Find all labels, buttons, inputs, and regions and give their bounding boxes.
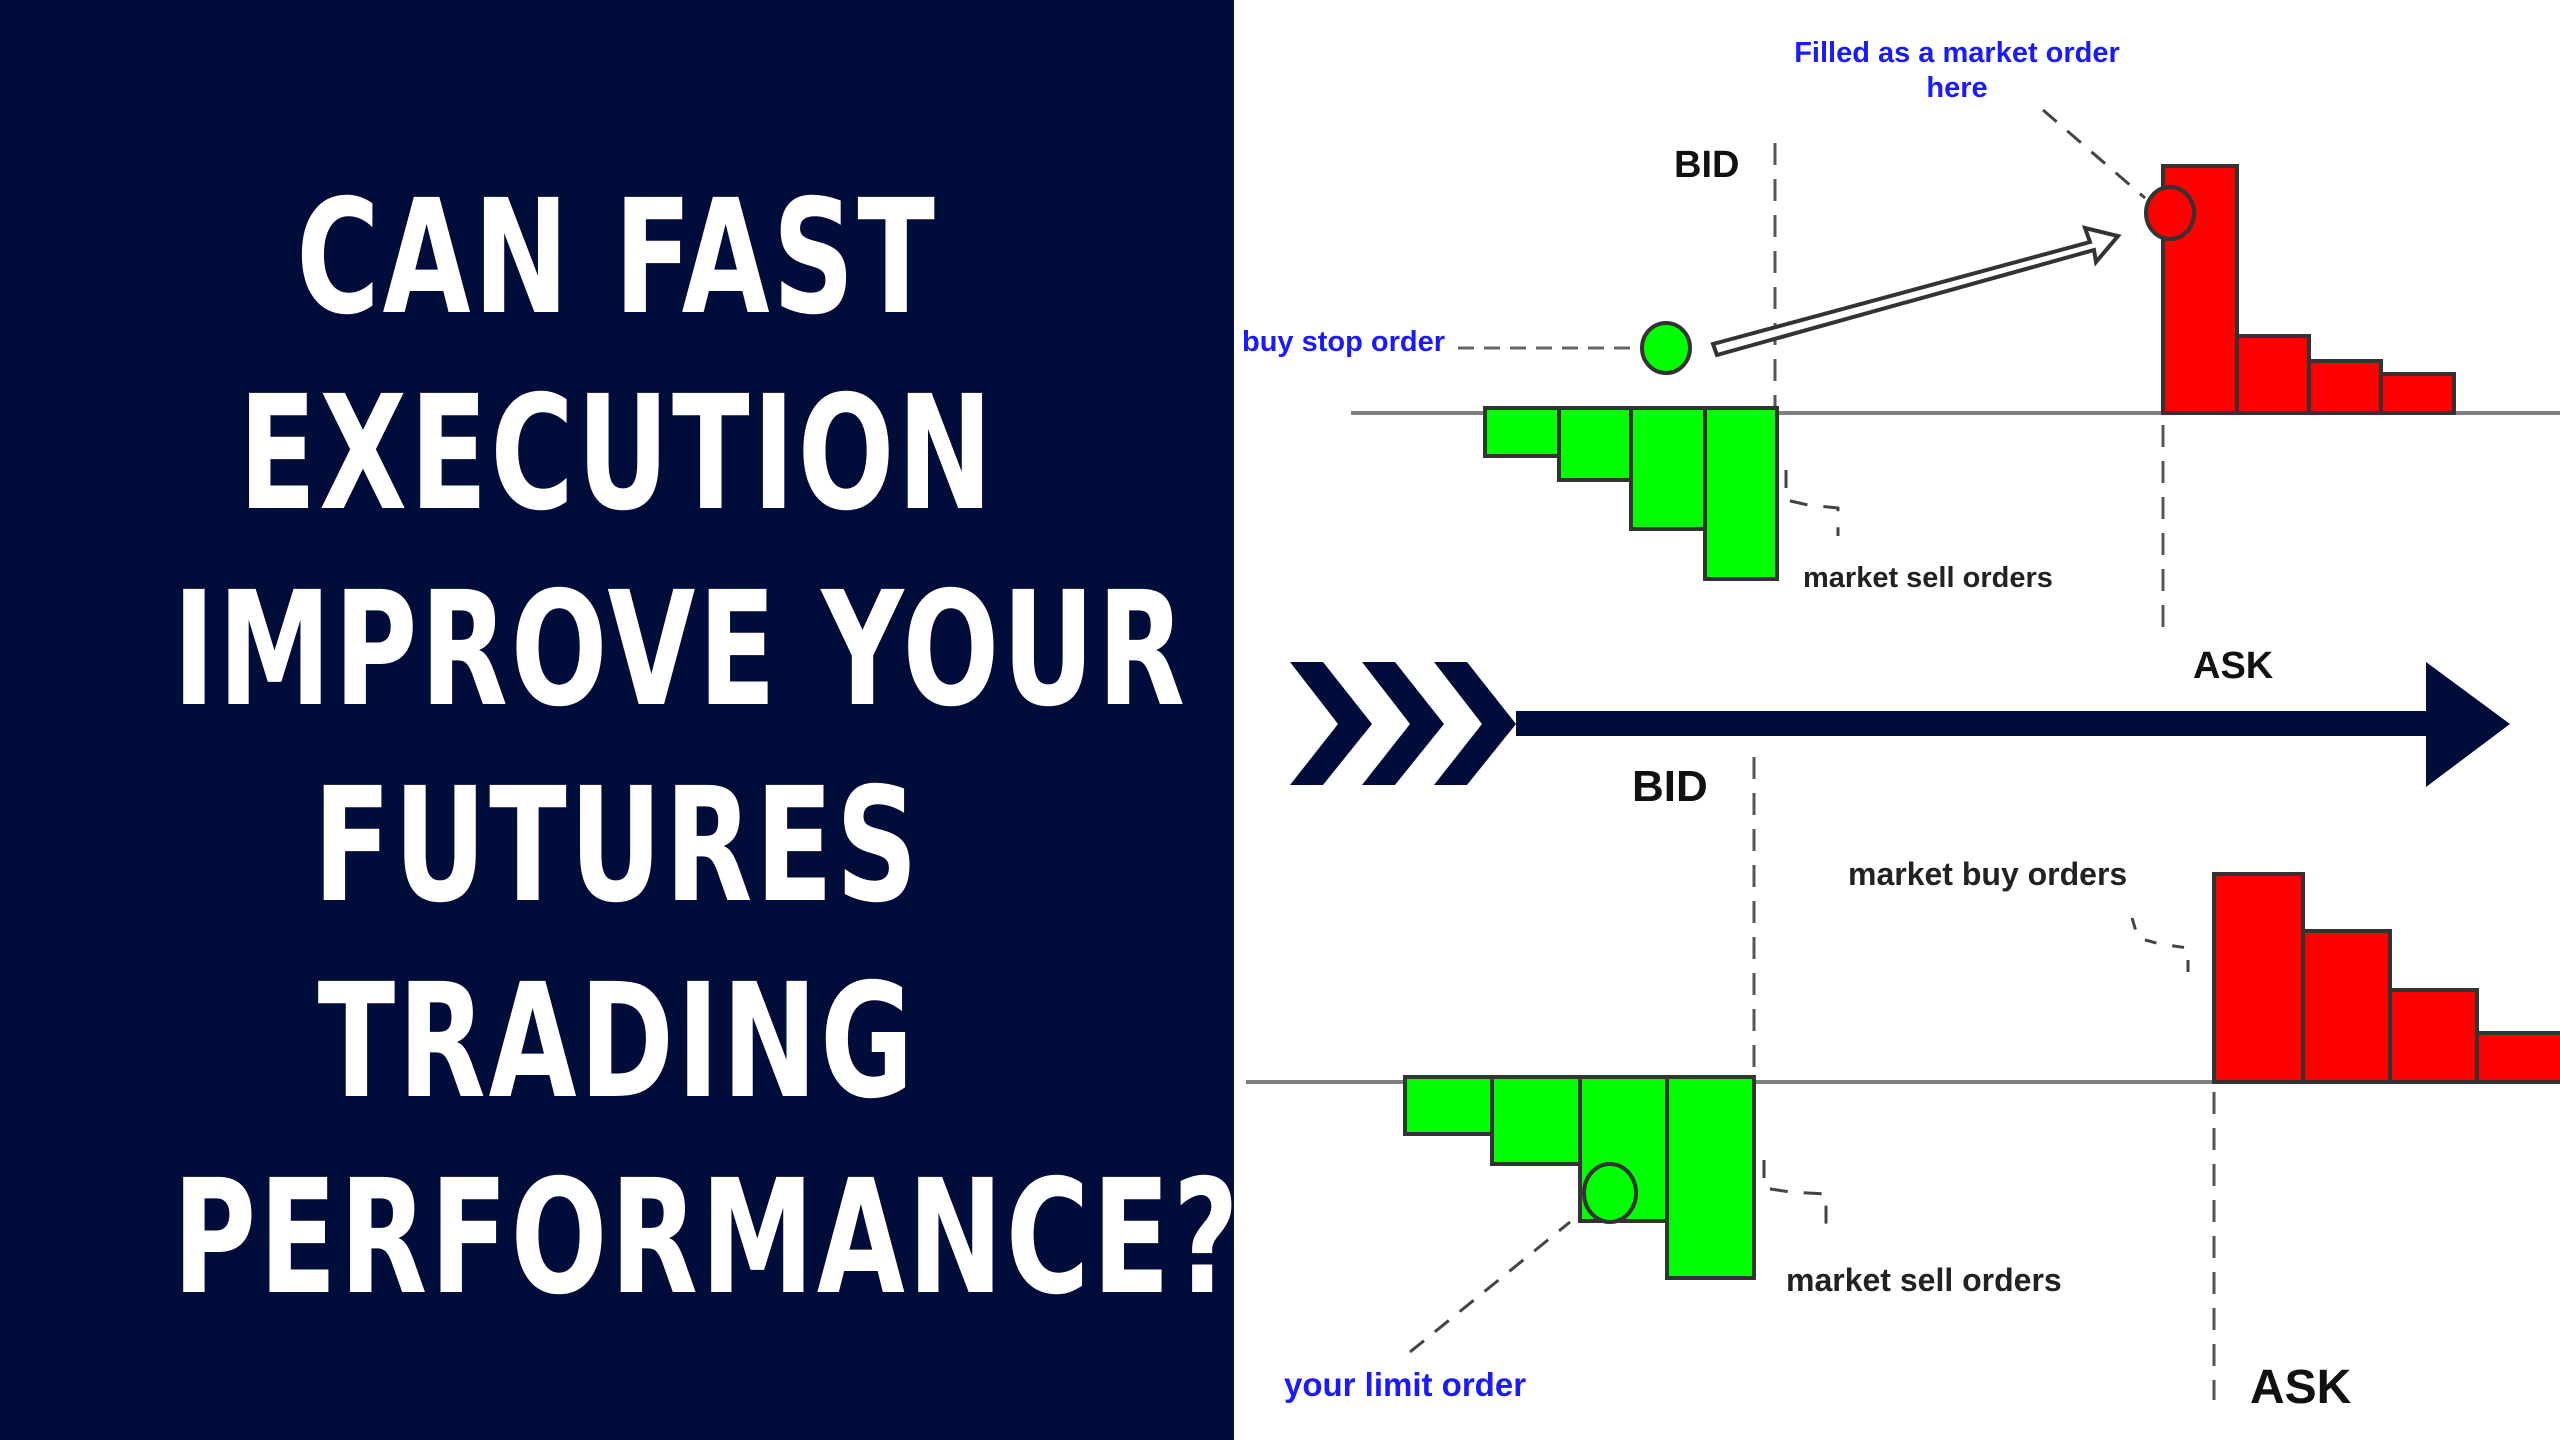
headline-line: CAN FAST	[296, 166, 938, 350]
market-buy-orders-label: market buy orders	[1848, 856, 2128, 892]
top-diagram	[1351, 108, 2560, 640]
headline-line: FUTURES	[313, 754, 921, 938]
top-ask-label: ASK	[2193, 645, 2274, 687]
headline-line: PERFORMANCE?	[172, 1146, 1242, 1330]
bottom-ask-label: ASK	[2250, 1361, 2352, 1414]
bottom-market-sell-orders-label: market sell orders	[1786, 1262, 2062, 1298]
your-limit-order-label: your limit order	[1284, 1366, 1527, 1403]
headline-line: TRADING	[317, 950, 917, 1134]
headline: CAN FAST EXECUTION IMPROVE YOUR FUTURES …	[172, 160, 1242, 1336]
limit-order-leader	[1409, 1220, 1571, 1354]
filled-label-line2: here	[1926, 72, 1988, 104]
buy-stop-marker-icon	[1640, 321, 1692, 375]
headline-line: IMPROVE YOUR	[172, 558, 1188, 742]
buy-stop-order-label: buy stop order	[1242, 326, 1446, 358]
buy-orders-leader	[2130, 917, 2190, 976]
limit-order-marker-icon	[1582, 1162, 1638, 1224]
top-ask-bars	[2161, 164, 2456, 415]
bottom-bid-label: BID	[1632, 762, 1708, 811]
fill-point-marker-icon	[2144, 185, 2196, 241]
top-bid-label: BID	[1674, 144, 1740, 186]
bottom-ask-bars	[2212, 872, 2560, 1084]
title-panel: CAN FAST EXECUTION IMPROVE YOUR FUTURES …	[0, 0, 1242, 1440]
filled-label-line1: Filled as a market order	[1794, 37, 2120, 69]
filled-leader	[2042, 108, 2146, 200]
bottom-bid-bars	[1403, 1075, 1756, 1280]
bottom-diagram	[1246, 757, 2560, 1400]
headline-line: EXECUTION	[238, 362, 996, 546]
hollow-arrow-icon	[1710, 225, 2122, 358]
top-bid-bars	[1483, 406, 1779, 581]
divider-arrow-icon	[1290, 662, 2510, 787]
top-sell-leader	[1784, 470, 1840, 536]
filled-market-order-label: Filled as a market order here	[1787, 36, 2127, 106]
bottom-sell-leader	[1762, 1160, 1828, 1228]
top-market-sell-orders-label: market sell orders	[1803, 562, 2053, 594]
